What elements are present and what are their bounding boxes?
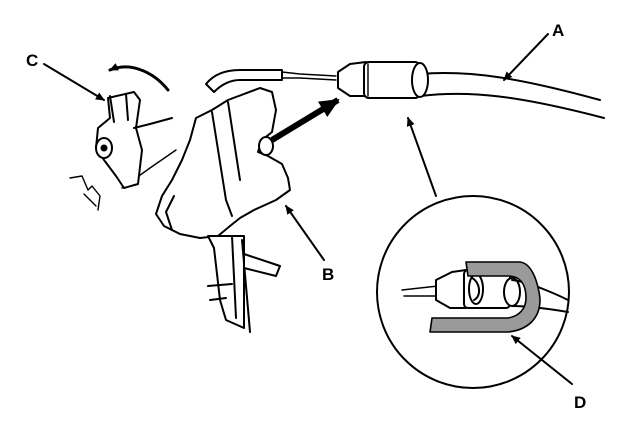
- retaining-clip: [429, 261, 541, 333]
- cable-assembly: [337, 61, 605, 119]
- detail-view: [376, 195, 570, 389]
- callout-d: D: [574, 393, 586, 412]
- callout-b-leader: [285, 205, 325, 261]
- callout-a-leader: [503, 33, 549, 81]
- callout-a: A: [552, 21, 564, 40]
- latch-lever: [95, 91, 173, 189]
- control-rod: [205, 69, 337, 93]
- callout-c-leader: [43, 63, 105, 101]
- assembly-arrow: [270, 97, 340, 143]
- lock-housing: [155, 87, 291, 333]
- callout-d-leader: [511, 335, 573, 385]
- callout-c: C: [26, 51, 38, 70]
- detail-leader: [406, 117, 437, 197]
- callout-b: B: [322, 265, 334, 284]
- rotation-arrow: [108, 63, 170, 92]
